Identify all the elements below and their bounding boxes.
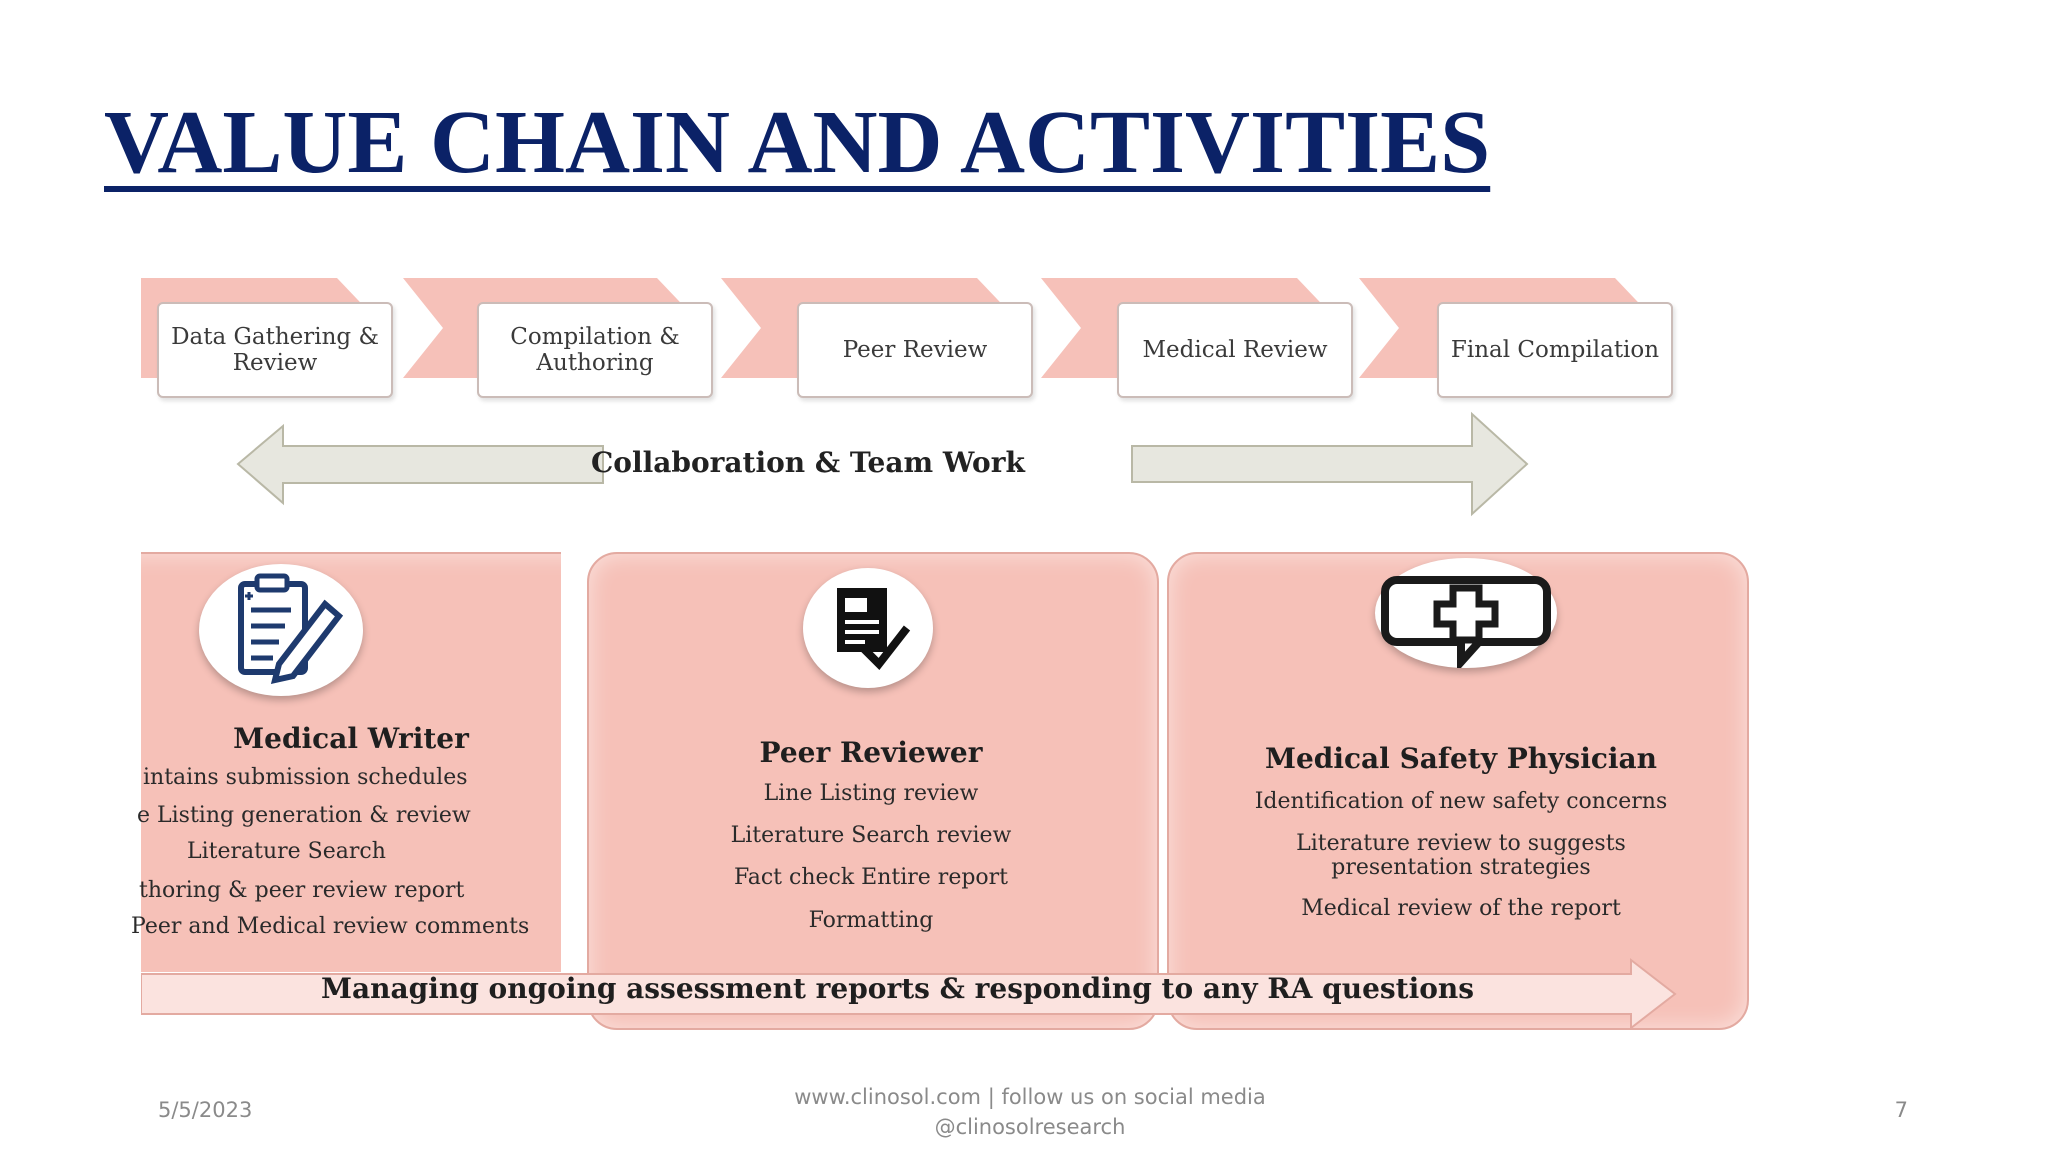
list-item: Line Listing review [763, 781, 979, 806]
bottom-banner-text: Managing ongoing assessment reports & re… [321, 972, 1475, 1005]
footer-website-line: www.clinosol.com | follow us on social m… [794, 1085, 1266, 1109]
process-step-final-compilation: Final Compilation [1437, 302, 1673, 398]
list-item: Formatting [808, 907, 934, 933]
role-list-medical-writer: intains submission schedules e Listing g… [121, 766, 541, 939]
role-list-medical-safety-physician: Identification of new safety concerns Li… [1201, 789, 1721, 921]
list-item: e Listing generation & review [137, 803, 471, 829]
document-edit-icon [199, 564, 363, 696]
collab-arrow-left [236, 423, 604, 506]
process-step-compilation: Compilation & Authoring [477, 302, 713, 398]
list-item: Fact check Entire report [733, 865, 1009, 891]
role-title-peer-reviewer: Peer Reviewer [759, 736, 983, 769]
footer-page-number: 7 [1894, 1098, 1908, 1122]
footer-center: www.clinosol.com | follow us on social m… [760, 1082, 1300, 1143]
collaboration-label: Collaboration & Team Work [591, 446, 1025, 479]
process-step-medical-review: Medical Review [1117, 302, 1353, 398]
panel-medical-safety-physician [1167, 552, 1749, 1030]
document-check-icon [803, 568, 933, 688]
medical-cross-chat-icon [1375, 558, 1557, 668]
list-item: intains submission schedules [143, 766, 468, 790]
role-title-medical-safety-physician: Medical Safety Physician [1264, 742, 1658, 775]
process-step-peer-review: Peer Review [797, 302, 1033, 398]
list-item: Literature Search [187, 839, 386, 865]
value-chain-diagram: Data Gathering & Review Compilation & Au… [131, 268, 1781, 1030]
list-item: Medical review of the report [1301, 895, 1621, 921]
process-step-data-gathering: Data Gathering & Review [157, 302, 393, 398]
role-list-peer-reviewer: Line Listing review Literature Search re… [621, 781, 1121, 933]
list-item: Literature review to suggests presentati… [1296, 831, 1626, 881]
slide-title: VALUE CHAIN AND ACTIVITIES [104, 93, 1491, 192]
role-title-medical-writer: Medical Writer [233, 722, 469, 755]
list-item: Identification of new safety concerns [1254, 789, 1668, 814]
footer-date: 5/5/2023 [158, 1098, 253, 1122]
list-item: Peer and Medical review comments [131, 913, 530, 939]
list-item: Literature Search review [730, 823, 1012, 849]
list-item: thoring & peer review report [139, 877, 465, 903]
collab-arrow-right [1131, 411, 1529, 517]
footer-handle-line: @clinosolresearch [934, 1115, 1126, 1140]
